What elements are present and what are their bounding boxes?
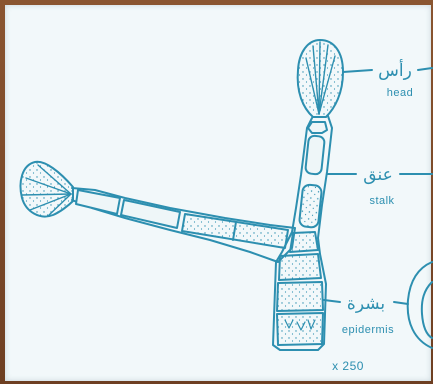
epidermis-leader-line-right <box>394 302 408 304</box>
epidermis-label-arabic: بشرة <box>347 294 385 314</box>
neighbour-cell-inner <box>422 282 432 338</box>
stalk-label-english: stalk <box>369 195 394 207</box>
epidermis-cell-1 <box>279 254 321 280</box>
magnification-label: x 250 <box>332 359 364 373</box>
epidermis-cell-2 <box>277 282 323 311</box>
stalk-cell-3 <box>299 184 322 228</box>
head-label-english: head <box>387 87 413 99</box>
head-leader-line-right <box>418 68 432 70</box>
epidermis-label-english: epidermis <box>342 324 394 336</box>
head-label-arabic: رأس <box>378 59 412 81</box>
stalk-cell-1 <box>308 122 327 133</box>
stalk-cell-2 <box>305 135 325 174</box>
stalk-label-arabic: عنق <box>363 165 392 185</box>
head-leader-line <box>343 70 372 72</box>
